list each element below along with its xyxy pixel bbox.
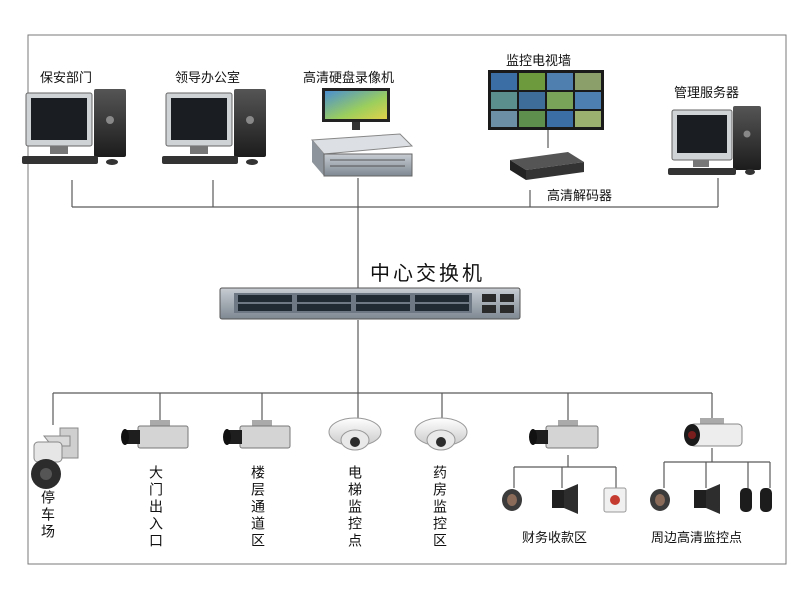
panic-button-finance [603,487,627,513]
connection-lines [52,130,771,488]
siren-perimeter [694,484,720,514]
ir-bullet-camera [684,418,743,447]
label-floor-corridor: 楼层通道区 [249,465,265,550]
diagram-border [27,34,787,565]
label-security-dept: 保安部门 [40,71,93,86]
security-dept-computer [22,89,126,165]
hd-nvr [310,88,414,177]
dome-camera-elevator [328,417,382,451]
box-camera-floor-corridor [223,420,291,449]
infrared-beam-detector [740,488,772,512]
ptz-dome-camera [31,427,79,489]
label-perimeter: 周边高清监控点 [651,531,743,546]
label-elevator: 电梯监控点 [346,465,362,550]
hd-decoder [510,152,584,180]
core-switch [219,287,521,320]
box-camera-finance [529,420,599,449]
management-server [668,106,761,175]
label-core-switch: 中心交换机 [370,261,485,285]
label-video-wall: 监控电视墙 [506,54,572,69]
label-hd-nvr: 高清硬盘录像机 [303,71,395,86]
label-leader-office: 领导办公室 [175,71,241,86]
label-hd-decoder: 高清解码器 [547,189,613,204]
label-finance: 财务收款区 [522,531,588,546]
leader-office-computer [162,89,266,165]
alarm-speaker-perimeter [650,489,670,511]
alarm-speaker-finance [502,489,522,511]
dome-camera-pharmacy [414,417,468,451]
label-mgmt-server: 管理服务器 [674,86,740,101]
box-camera-main-gate [121,420,189,449]
label-main-gate: 大门出入口 [147,465,163,550]
label-parking: 停车场 [39,490,55,541]
label-pharmacy: 药房监控区 [431,465,447,550]
video-wall [488,70,604,130]
siren-finance [552,484,578,514]
